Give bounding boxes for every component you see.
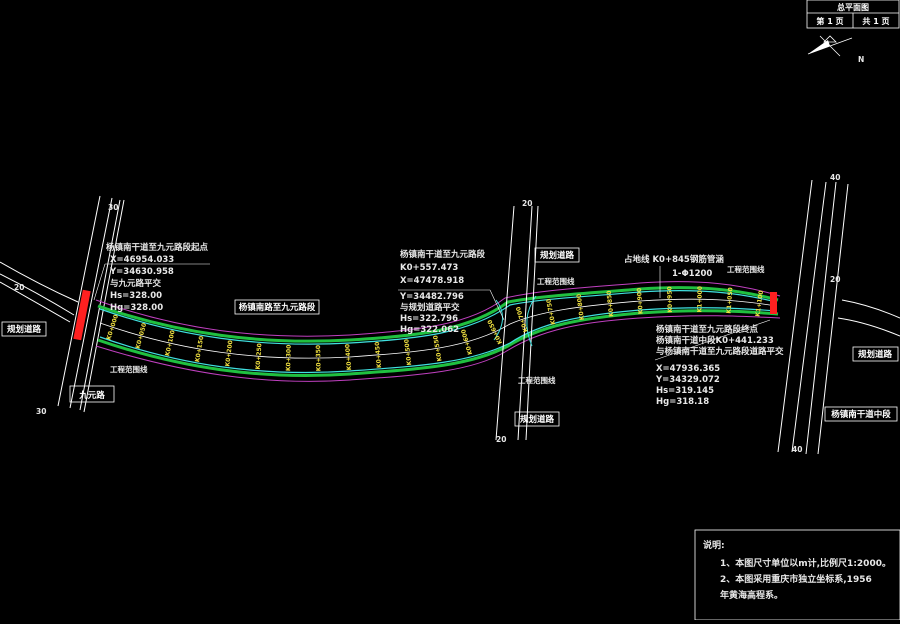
notes-heading: 说明: — [703, 539, 725, 551]
annotation-start-line-4: Hs=328.00 — [110, 291, 162, 301]
annotation-mid: 杨镇南干道至九元路段 K0+557.473 X=47478.918 Y=3448… — [398, 249, 505, 335]
annotation-end-line-0: 杨镇南干道至九元路段终点 — [656, 324, 759, 335]
label-planned-road-mid-top: 规划道路 — [540, 250, 575, 261]
station-label: K0+150 — [194, 335, 205, 362]
station-label: K0+050 — [135, 322, 149, 349]
notes-box: 说明: 1、本图尺寸单位以m计,比例尺1:2000。 2、本图采用重庆市独立坐标… — [694, 529, 900, 621]
annotation-mid-line-1: K0+557.473 — [400, 263, 458, 273]
road-labels: 规划道路 九元路 杨镇南路至九元路段 规划道路 规划道路 规划道路 杨镇南干道中… — [1, 247, 899, 427]
station-label: K1+100 — [754, 290, 765, 317]
annotation-mid-line-2: X=47478.918 — [400, 276, 464, 286]
end-highlight — [770, 292, 777, 314]
annotation-start-line-0: 杨镇南干道至九元路段起点 — [106, 242, 209, 253]
width-mid-bottom: 20 — [496, 435, 506, 444]
annotation-mid-line-4: 与规划道路平交 — [400, 302, 460, 313]
annotation-culvert-line-1: 1-Φ1200 — [672, 269, 712, 279]
label-nancheng-trunk: 杨镇南干道中段 — [831, 409, 891, 420]
width-left-bottom: 30 — [36, 407, 46, 416]
annotation-culvert-line-0: 占地线 K0+845钢筋管涵 — [624, 254, 724, 265]
station-label: K0+800 — [576, 293, 586, 320]
label-planned-road-left: 规划道路 — [7, 324, 42, 335]
label-route-name: 杨镇南路至九元路段 — [239, 302, 316, 313]
annotation-mid-line-5: Hs=322.796 — [400, 314, 458, 324]
station-label: K0+950 — [666, 286, 674, 313]
annotation-start: 杨镇南干道至九元路段起点 X=46954.033 Y=34630.958 与九元… — [93, 242, 210, 313]
annotation-culvert: 占地线 K0+845钢筋管涵 1-Φ1200 — [624, 254, 724, 298]
main-road-corridor — [95, 281, 781, 382]
station-label: K0+450 — [374, 341, 383, 368]
width-right-side: 20 — [830, 275, 840, 284]
width-mid-top: 20 — [522, 199, 532, 208]
annotation-start-line-3: 与九元路平交 — [110, 278, 162, 289]
planned-road-left — [0, 261, 79, 323]
station-label: K0+200 — [224, 340, 234, 367]
station-label: K0+650 — [486, 318, 504, 345]
annotation-end-line-6: Hg=318.18 — [656, 397, 709, 407]
notes-item-2: 年黄海高程系。 — [720, 589, 783, 601]
annotation-end-line-5: Hs=319.145 — [656, 386, 714, 396]
annotation-end-line-4: Y=34329.072 — [655, 375, 720, 385]
annotation-start-line-2: Y=34630.958 — [109, 267, 174, 277]
notes-item-1: 2、本图采用重庆市独立坐标系,1956 — [720, 573, 872, 585]
planned-road-mid — [493, 205, 539, 441]
nancheng-trunk-road — [777, 179, 900, 455]
station-label: K0+350 — [315, 345, 322, 372]
annotation-start-line-1: X=46954.033 — [110, 255, 174, 265]
annotation-end-line-3: X=47936.365 — [656, 364, 720, 374]
label-jiuyuan-road: 九元路 — [78, 390, 105, 401]
station-label: K0+250 — [255, 343, 264, 370]
station-label: K0+600 — [460, 328, 474, 355]
boundary-label-mid-top: 工程范围线 — [537, 276, 575, 286]
station-label: K0+750 — [545, 298, 557, 325]
boundary-label-left: 工程范围线 — [110, 364, 148, 374]
width-right-top: 40 — [830, 173, 840, 182]
station-label: K1+050 — [726, 287, 735, 314]
station-label: K0+850 — [606, 290, 616, 317]
boundary-label-mid-bottom: 工程范围线 — [518, 375, 556, 385]
station-label: K0+100 — [164, 330, 177, 357]
station-label: K0+300 — [285, 345, 293, 372]
total-label: 共 1 页 — [862, 16, 889, 26]
annotation-end-line-2: 与杨镇南干道至九元路段道路平交 — [656, 346, 784, 357]
station-label: K0+500 — [403, 339, 413, 366]
label-planned-road-right: 规划道路 — [858, 349, 893, 360]
boundary-label-right: 工程范围线 — [727, 264, 765, 274]
annotation-mid-line-3: Y=34482.796 — [399, 292, 464, 302]
station-label: K0+900 — [636, 288, 645, 315]
width-labels: 30 20 30 20 20 40 40 20 — [14, 173, 840, 454]
boundary-labels: 工程范围线 工程范围线 工程范围线 工程范围线 — [110, 264, 765, 385]
jiuyuan-road — [57, 195, 125, 413]
north-arrow-icon: N — [807, 35, 864, 64]
north-label: N — [858, 55, 864, 64]
station-label: K0+000 — [105, 314, 120, 341]
title-text: 总平面图 — [837, 2, 869, 12]
station-label: K0+700 — [515, 306, 530, 333]
annotation-end-line-1: 杨镇南干道中段K0+441.233 — [656, 335, 774, 346]
notes-item-0: 1、本图尺寸单位以m计,比例尺1:2000。 — [720, 557, 891, 569]
annotation-mid-line-0: 杨镇南干道至九元路段 — [400, 249, 486, 260]
width-left-side: 20 — [14, 283, 24, 292]
title-block: 总平面图 第 1 页 共 1 页 — [806, 0, 900, 29]
page-label: 第 1 页 — [816, 16, 843, 26]
annotation-start-line-5: Hg=328.00 — [110, 303, 163, 313]
annotation-mid-line-6: Hg=322.062 — [400, 325, 459, 335]
annotation-end: 杨镇南干道至九元路段终点 杨镇南干道中段K0+441.233 与杨镇南干道至九元… — [654, 319, 784, 407]
start-highlight — [73, 289, 91, 341]
station-label: K0+550 — [432, 335, 443, 362]
width-right-bottom: 40 — [792, 445, 802, 454]
width-left-top: 30 — [108, 203, 118, 212]
station-label: K0+400 — [344, 344, 353, 371]
station-label: K1+000 — [696, 286, 703, 313]
label-planned-road-mid-bottom: 规划道路 — [520, 414, 555, 425]
